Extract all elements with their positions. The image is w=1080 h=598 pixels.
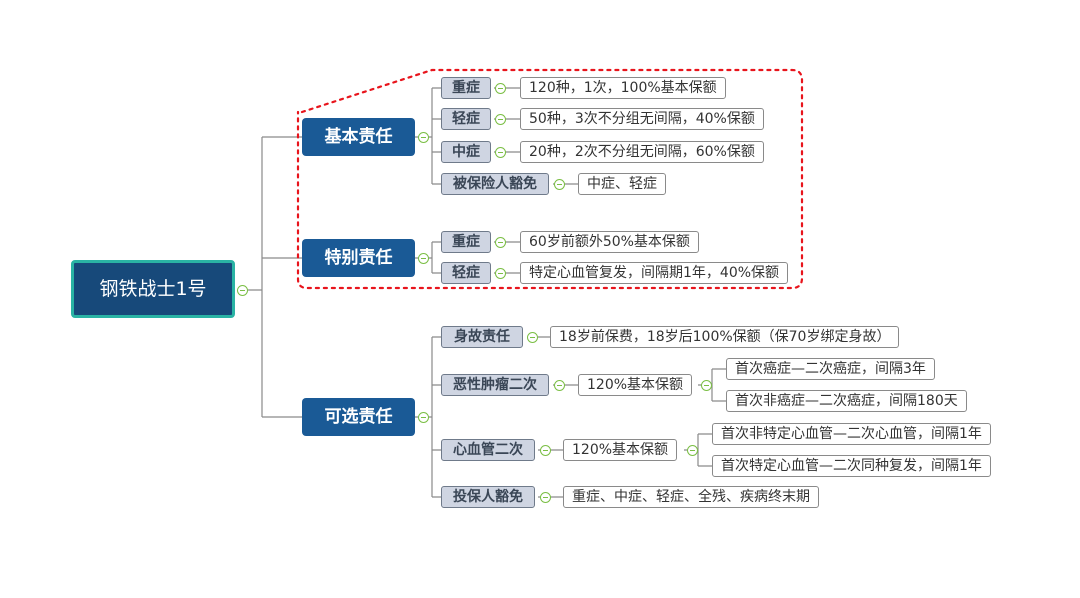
special-item-label[interactable]: 轻症 [441,262,491,284]
optional-item-label[interactable]: 投保人豁免 [441,486,535,508]
collapse-icon[interactable] [418,132,429,143]
optional-item-label[interactable]: 心血管二次 [441,439,535,461]
category-basic[interactable]: 基本责任 [302,118,415,156]
collapse-icon[interactable] [540,445,551,456]
collapse-icon[interactable] [687,445,698,456]
collapse-icon[interactable] [418,253,429,264]
cancer-sub-detail[interactable]: 首次癌症—二次癌症，间隔3年 [726,358,935,380]
basic-item-label[interactable]: 重症 [441,77,491,99]
optional-item-detail[interactable]: 18岁前保费，18岁后100%保额（保70岁绑定身故） [550,326,900,348]
special-item-label[interactable]: 重症 [441,231,491,253]
category-special[interactable]: 特别责任 [302,239,415,277]
optional-item-detail[interactable]: 重症、中症、轻症、全残、疾病终末期 [563,486,819,508]
cardio-sub-detail[interactable]: 首次特定心血管—二次同种复发，间隔1年 [712,455,991,477]
collapse-icon[interactable] [495,114,506,125]
collapse-icon[interactable] [495,268,506,279]
optional-item-label[interactable]: 身故责任 [441,326,523,348]
optional-item-detail[interactable]: 120%基本保额 [563,439,678,461]
optional-item-detail[interactable]: 120%基本保额 [578,374,693,396]
collapse-icon[interactable] [527,332,538,343]
cancer-sub-detail[interactable]: 首次非癌症—二次癌症，间隔180天 [726,390,967,412]
collapse-icon[interactable] [540,492,551,503]
collapse-icon[interactable] [495,147,506,158]
special-item-detail[interactable]: 60岁前额外50%基本保额 [520,231,699,253]
basic-item-detail[interactable]: 50种，3次不分组无间隔，40%保额 [520,108,764,130]
basic-item-detail[interactable]: 20种，2次不分组无间隔，60%保额 [520,141,764,163]
collapse-icon[interactable] [418,412,429,423]
basic-item-label[interactable]: 被保险人豁免 [441,173,549,195]
collapse-icon[interactable] [554,380,565,391]
collapse-icon[interactable] [495,237,506,248]
basic-item-detail[interactable]: 中症、轻症 [578,173,666,195]
highlight-outline [296,68,804,290]
special-item-detail[interactable]: 特定心血管复发，间隔期1年，40%保额 [520,262,789,284]
basic-item-detail[interactable]: 120种，1次，100%基本保额 [520,77,726,99]
collapse-icon[interactable] [554,179,565,190]
basic-item-label[interactable]: 中症 [441,141,491,163]
collapse-icon[interactable] [237,285,248,296]
cardio-sub-detail[interactable]: 首次非特定心血管—二次心血管，间隔1年 [712,423,991,445]
collapse-icon[interactable] [495,83,506,94]
optional-item-label[interactable]: 恶性肿瘤二次 [441,374,549,396]
basic-item-label[interactable]: 轻症 [441,108,491,130]
collapse-icon[interactable] [701,380,712,391]
category-optional[interactable]: 可选责任 [302,398,415,436]
root-node[interactable]: 钢铁战士1号 [71,260,235,318]
